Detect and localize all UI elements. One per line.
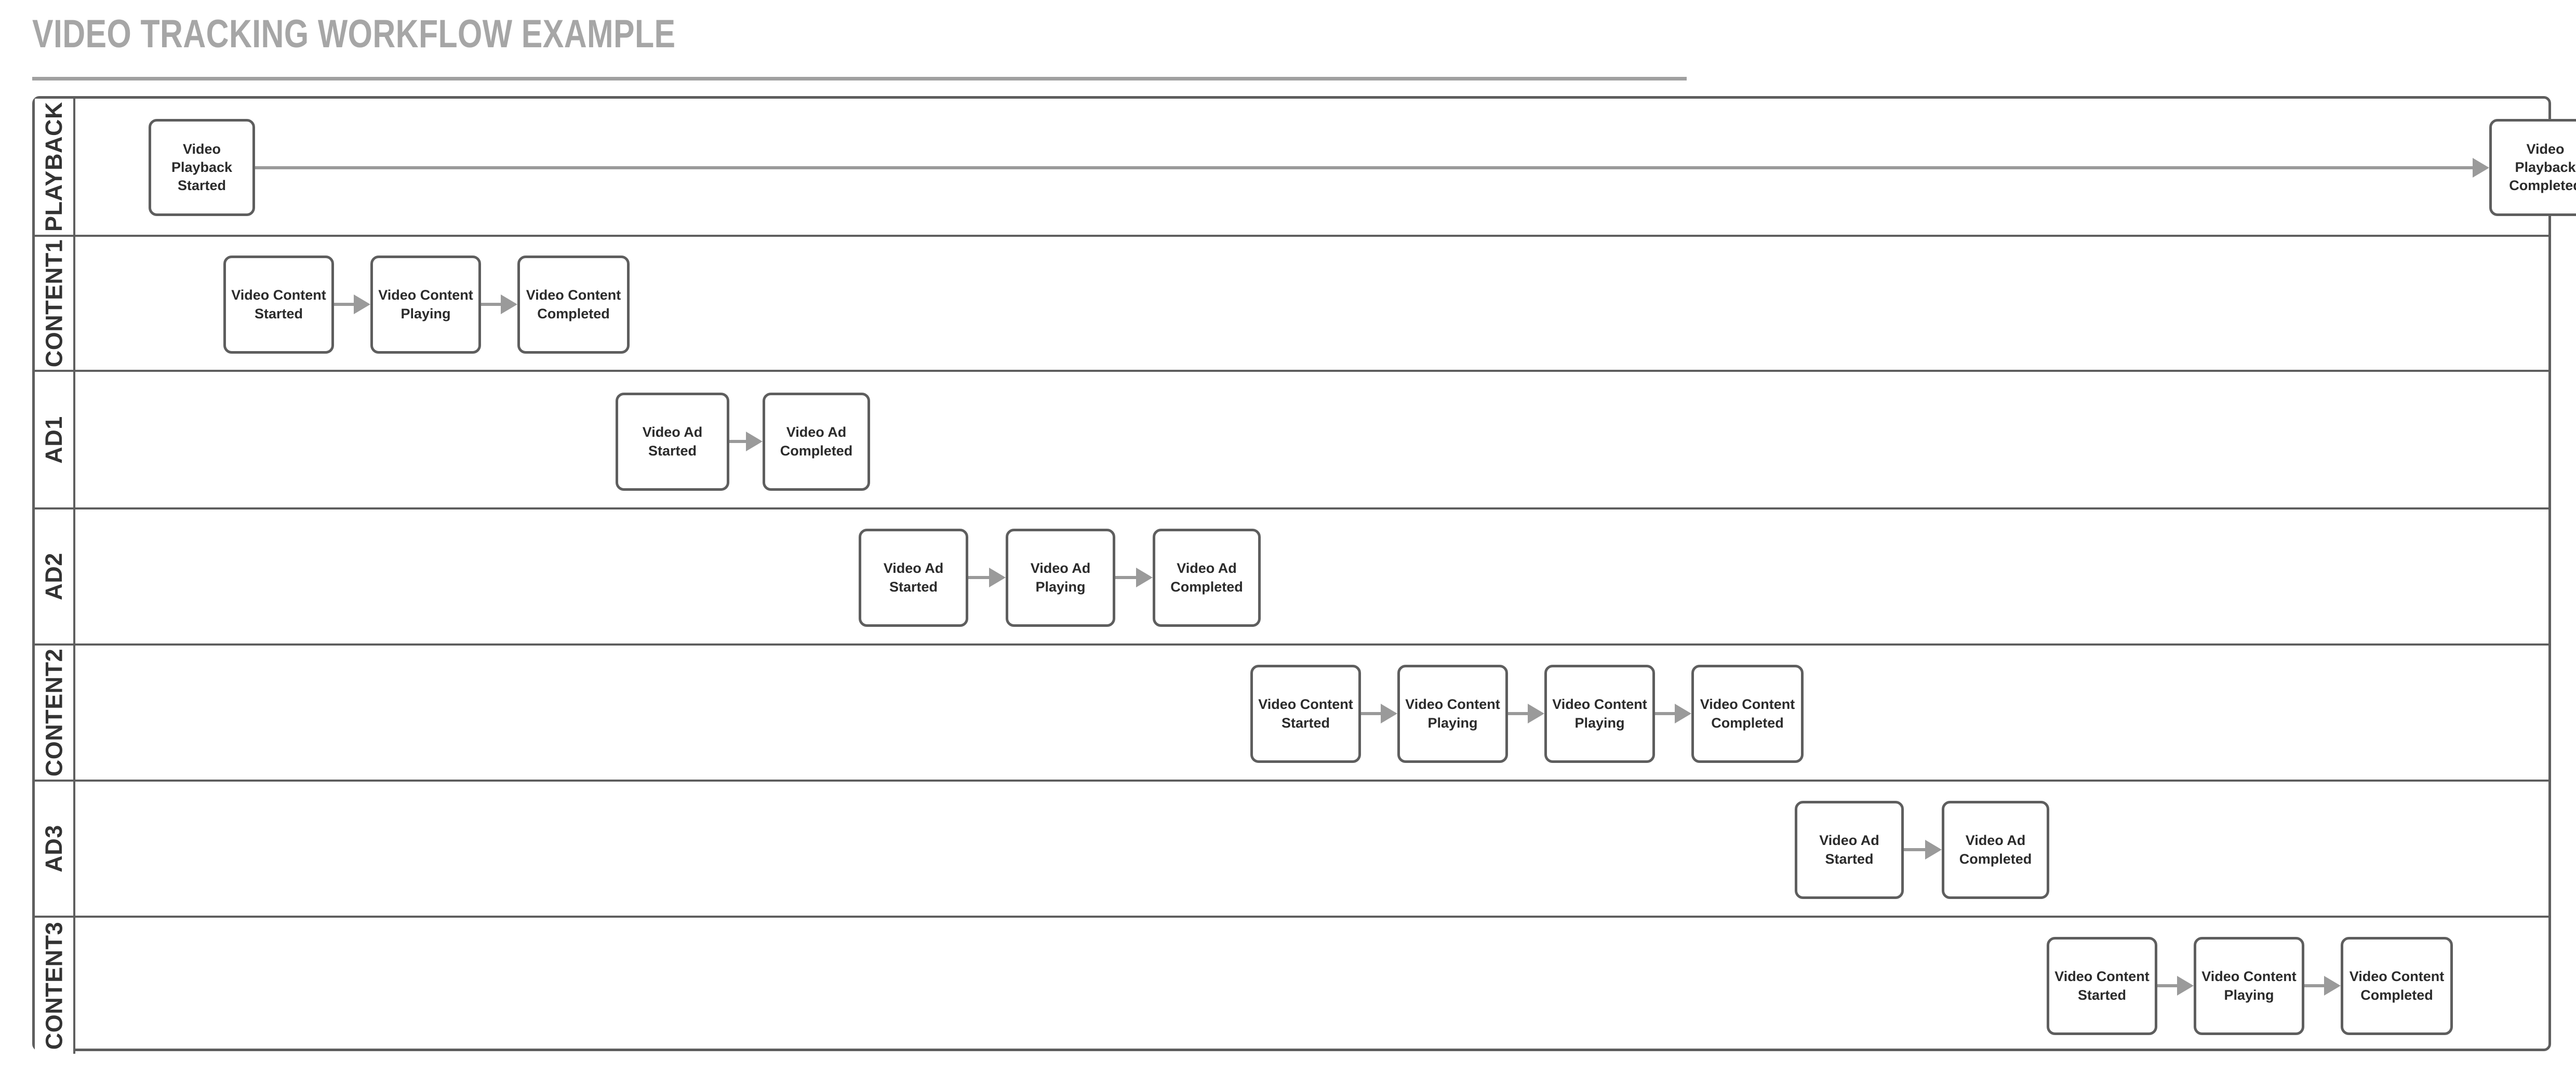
title-divider bbox=[32, 77, 1687, 80]
lane-label: PLAYBACK bbox=[41, 102, 67, 232]
connector-line bbox=[2157, 984, 2178, 987]
connector-line bbox=[334, 303, 355, 306]
task-node-label: Video Ad Completed bbox=[1170, 560, 1243, 595]
task-node-label: Video Ad Started bbox=[883, 560, 944, 595]
lane-body-ad1: Video Ad Started Video Ad Completed bbox=[75, 372, 2548, 507]
task-node-label: Video Ad Completed bbox=[1959, 833, 2032, 867]
arrowhead-icon bbox=[1136, 568, 1153, 587]
task-node-label: Video Ad Completed bbox=[780, 424, 853, 459]
task-node[interactable]: Video Ad Playing bbox=[1006, 529, 1115, 627]
arrowhead-icon bbox=[746, 432, 763, 451]
connector-line bbox=[1655, 712, 1676, 715]
page-title: VIDEO TRACKING WORKFLOW EXAMPLE bbox=[32, 12, 676, 56]
connector-line bbox=[481, 303, 502, 306]
lane-header-content2: CONTENT2 bbox=[35, 646, 75, 780]
swimlane-ad1: AD1 Video Ad Started Video Ad Completed bbox=[35, 372, 2548, 509]
lane-label: CONTENT2 bbox=[41, 648, 68, 777]
lane-body-content1: Video Content Started Video Content Playi… bbox=[75, 237, 2548, 370]
task-node-label: Video Playback Completed bbox=[2509, 141, 2576, 194]
connector-line bbox=[2304, 984, 2325, 987]
task-node[interactable]: Video Content Playing bbox=[370, 256, 481, 354]
task-node-label: Video Ad Playing bbox=[1030, 560, 1091, 595]
lane-body-content3: Video Content Started Video Content Playi… bbox=[75, 918, 2548, 1054]
task-node[interactable]: Video Ad Completed bbox=[1942, 801, 2049, 899]
lane-body-ad3: Video Ad Started Video Ad Completed bbox=[75, 782, 2548, 916]
task-node[interactable]: Video Content Started bbox=[1250, 665, 1361, 763]
lane-header-ad1: AD1 bbox=[35, 372, 75, 507]
connector-line bbox=[1115, 576, 1137, 579]
task-node[interactable]: Video Ad Started bbox=[859, 529, 968, 627]
task-node[interactable]: Video Content Started bbox=[2047, 937, 2157, 1035]
swimlane-ad3: AD3 Video Ad Started Video Ad Completed bbox=[35, 782, 2548, 918]
arrowhead-icon bbox=[1381, 704, 1397, 723]
lane-header-playback: PLAYBACK bbox=[35, 99, 75, 235]
task-node[interactable]: Video Ad Started bbox=[1795, 801, 1904, 899]
task-node[interactable]: Video Content Playing bbox=[2194, 937, 2304, 1035]
task-node[interactable]: Video Playback Started bbox=[149, 119, 255, 216]
task-node-label: Video Content Completed bbox=[2349, 969, 2445, 1003]
lane-header-ad3: AD3 bbox=[35, 782, 75, 916]
task-node-label: Video Content Started bbox=[2054, 969, 2150, 1003]
task-node-label: Video Content Started bbox=[1258, 696, 1353, 731]
connector-line bbox=[255, 166, 2474, 169]
task-node-label: Video Content Completed bbox=[526, 287, 621, 321]
arrowhead-icon bbox=[501, 294, 517, 314]
connector-line bbox=[1904, 848, 1926, 851]
connector-line bbox=[1508, 712, 1529, 715]
task-node-label: Video Content Playing bbox=[378, 287, 473, 321]
task-node-label: Video Ad Started bbox=[642, 424, 703, 459]
lane-label: AD3 bbox=[41, 825, 67, 873]
arrowhead-icon bbox=[2177, 976, 2194, 996]
task-node-label: Video Ad Started bbox=[1819, 833, 1879, 867]
lane-label: CONTENT1 bbox=[41, 239, 68, 368]
arrowhead-icon bbox=[1675, 704, 1691, 723]
task-node-label: Video Content Started bbox=[231, 287, 326, 321]
task-node[interactable]: Video Ad Completed bbox=[763, 393, 870, 491]
task-node[interactable]: Video Ad Started bbox=[616, 393, 729, 491]
lane-header-ad2: AD2 bbox=[35, 509, 75, 643]
lane-label: AD1 bbox=[41, 415, 67, 464]
arrowhead-icon bbox=[989, 568, 1006, 587]
task-node-label: Video Playback Started bbox=[171, 141, 233, 194]
task-node-label: Video Content Playing bbox=[1552, 696, 1647, 731]
task-node[interactable]: Video Content Playing bbox=[1397, 665, 1508, 763]
task-node[interactable]: Video Content Playing bbox=[1544, 665, 1655, 763]
task-node[interactable]: Video Content Completed bbox=[2341, 937, 2453, 1035]
lane-body-content2: Video Content Started Video Content Playi… bbox=[75, 646, 2548, 780]
connector-line bbox=[1361, 712, 1382, 715]
arrowhead-icon bbox=[1925, 840, 1942, 860]
page-title-block: VIDEO TRACKING WORKFLOW EXAMPLE bbox=[32, 15, 1684, 54]
arrowhead-icon bbox=[2473, 158, 2489, 178]
task-node[interactable]: Video Content Completed bbox=[1691, 665, 1804, 763]
task-node[interactable]: Video Content Started bbox=[223, 256, 334, 354]
arrowhead-icon bbox=[354, 294, 370, 314]
arrowhead-icon bbox=[1528, 704, 1544, 723]
lane-header-content1: CONTENT1 bbox=[35, 237, 75, 370]
arrowhead-icon bbox=[2324, 976, 2341, 996]
task-node-label: Video Content Completed bbox=[1700, 696, 1795, 731]
task-node-label: Video Content Playing bbox=[2201, 969, 2297, 1003]
task-node[interactable]: Video Playback Completed bbox=[2489, 119, 2576, 216]
connector-line bbox=[729, 440, 747, 443]
task-node-label: Video Content Playing bbox=[1405, 696, 1500, 731]
lane-body-playback: Video Playback Started Video Playback Com… bbox=[75, 99, 2576, 235]
task-node[interactable]: Video Content Completed bbox=[517, 256, 630, 354]
task-node[interactable]: Video Ad Completed bbox=[1153, 529, 1261, 627]
lane-label: AD2 bbox=[41, 553, 67, 600]
lane-label: CONTENT3 bbox=[41, 921, 68, 1050]
connector-line bbox=[968, 576, 990, 579]
lane-header-content3: CONTENT3 bbox=[35, 918, 75, 1054]
lane-body-ad2: Video Ad Started Video Ad Playing Video Ad… bbox=[75, 509, 2548, 643]
